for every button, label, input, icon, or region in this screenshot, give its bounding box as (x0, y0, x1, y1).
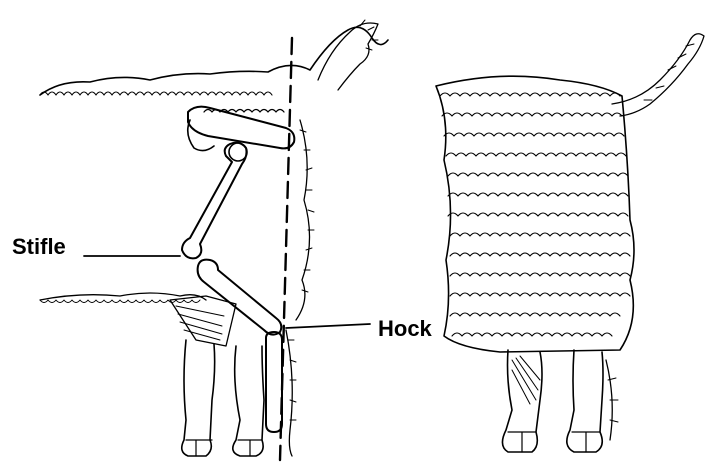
hock-pointer-line (286, 324, 370, 328)
pelvis-bone (188, 107, 294, 149)
hock-label: Hock (378, 318, 432, 340)
left-front-leg (182, 340, 215, 456)
femur-bone (182, 143, 247, 259)
left-back-fleece (40, 92, 272, 95)
cannon-bone (266, 332, 282, 432)
right-fleece-figure (436, 34, 704, 452)
right-tail (612, 34, 704, 116)
right-leg-right (567, 350, 603, 452)
left-rump-outline (40, 27, 388, 95)
left-leg-figure (40, 20, 388, 460)
stifle-label: Stifle (12, 236, 66, 258)
